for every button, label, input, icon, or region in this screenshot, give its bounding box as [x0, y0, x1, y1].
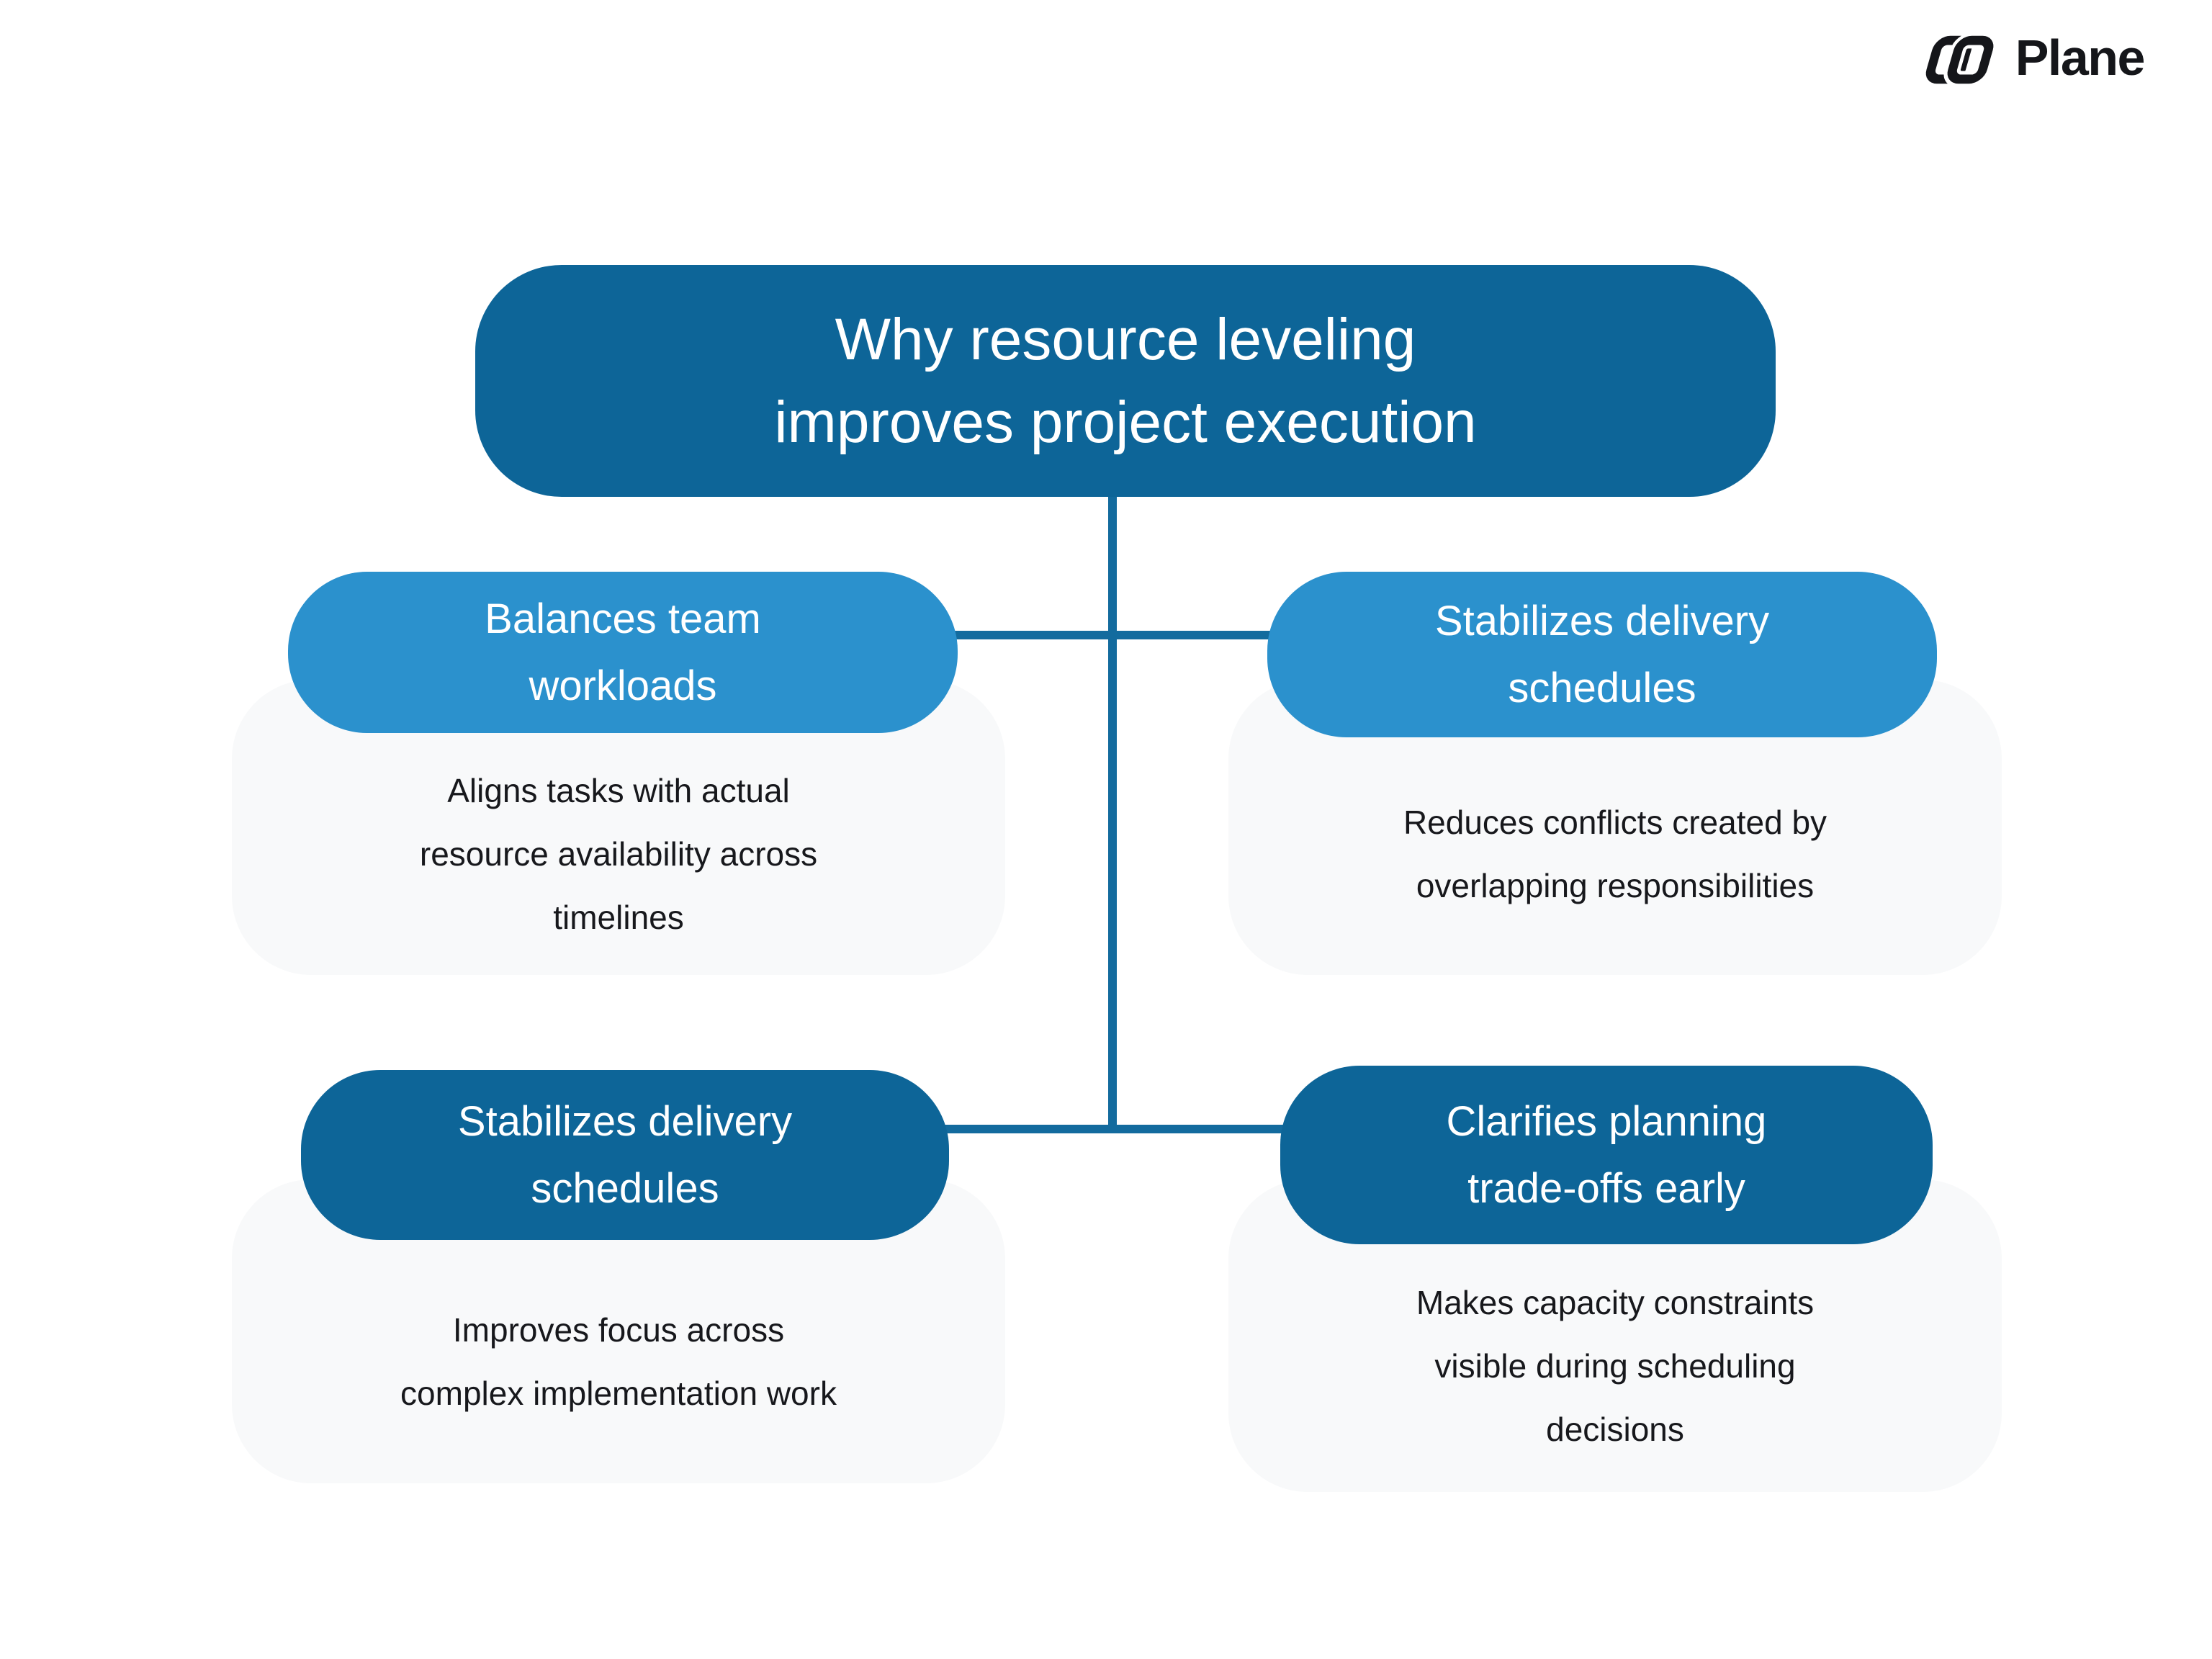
node-pill-label-line: Stabilizes delivery [457, 1098, 793, 1145]
connector-horizontal-bottom [942, 1125, 1289, 1133]
node-description-line: timelines [553, 899, 684, 936]
plane-logo: Plane [1920, 30, 2146, 88]
node-description-line: resource availability across [419, 835, 818, 873]
node-pill-label-line: workloads [529, 662, 717, 709]
node-pill-label-line: Clarifies planning [1446, 1098, 1767, 1145]
node-pill-top-left: Balances team workloads [288, 572, 958, 733]
title-line: improves project execution [774, 390, 1477, 455]
node-description-line: Reduces conflicts created by [1403, 804, 1827, 841]
node-description-line: complex implementation work [400, 1375, 837, 1412]
node-pill-bottom-left: Stabilizes delivery schedules [301, 1070, 949, 1240]
node-description-line: visible during scheduling [1434, 1347, 1796, 1385]
root-title-node: Why resource leveling improves project e… [475, 265, 1776, 497]
node-pill-label-line: trade-offs early [1467, 1165, 1745, 1212]
node-description-line: decisions [1546, 1411, 1684, 1448]
node-description-line: Makes capacity constraints [1416, 1284, 1815, 1321]
node-pill-label-line: Balances team [485, 595, 761, 642]
node-pill-top-right: Stabilizes delivery schedules [1267, 572, 1937, 737]
plane-logo-mark-icon [1925, 32, 1997, 88]
node-pill-label-line: schedules [531, 1165, 719, 1212]
node-description-line: overlapping responsibilities [1416, 867, 1815, 904]
title-line: Why resource leveling [835, 307, 1416, 372]
node-description-line: Improves focus across [452, 1311, 785, 1349]
node-description-line: Aligns tasks with actual [447, 772, 790, 809]
node-pill-label-line: schedules [1508, 665, 1696, 711]
connector-horizontal-top [950, 631, 1276, 639]
connector-vertical-trunk [1108, 495, 1117, 1133]
node-pill-bottom-right: Clarifies planning trade-offs early [1280, 1066, 1933, 1244]
plane-logo-text: Plane [2015, 30, 2146, 86]
node-pill-label-line: Stabilizes delivery [1434, 598, 1770, 644]
